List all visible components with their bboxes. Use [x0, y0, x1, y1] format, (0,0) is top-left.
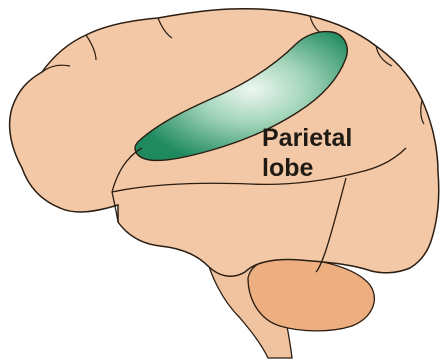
- cerebellum: [248, 257, 374, 331]
- lobe-label-line1: Parietal: [262, 124, 352, 152]
- lobe-label-line2: lobe: [262, 154, 313, 182]
